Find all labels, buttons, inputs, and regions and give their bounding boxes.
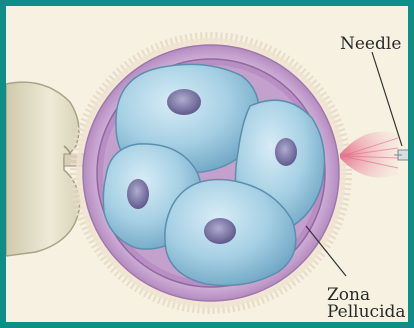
zona-label-line2: Pellucida (327, 304, 406, 321)
nucleus-bottom (204, 218, 236, 244)
needle-label: Needle (340, 36, 401, 53)
nucleus-right (275, 138, 297, 166)
nucleus-left (127, 179, 149, 209)
nucleus-top (167, 89, 201, 115)
